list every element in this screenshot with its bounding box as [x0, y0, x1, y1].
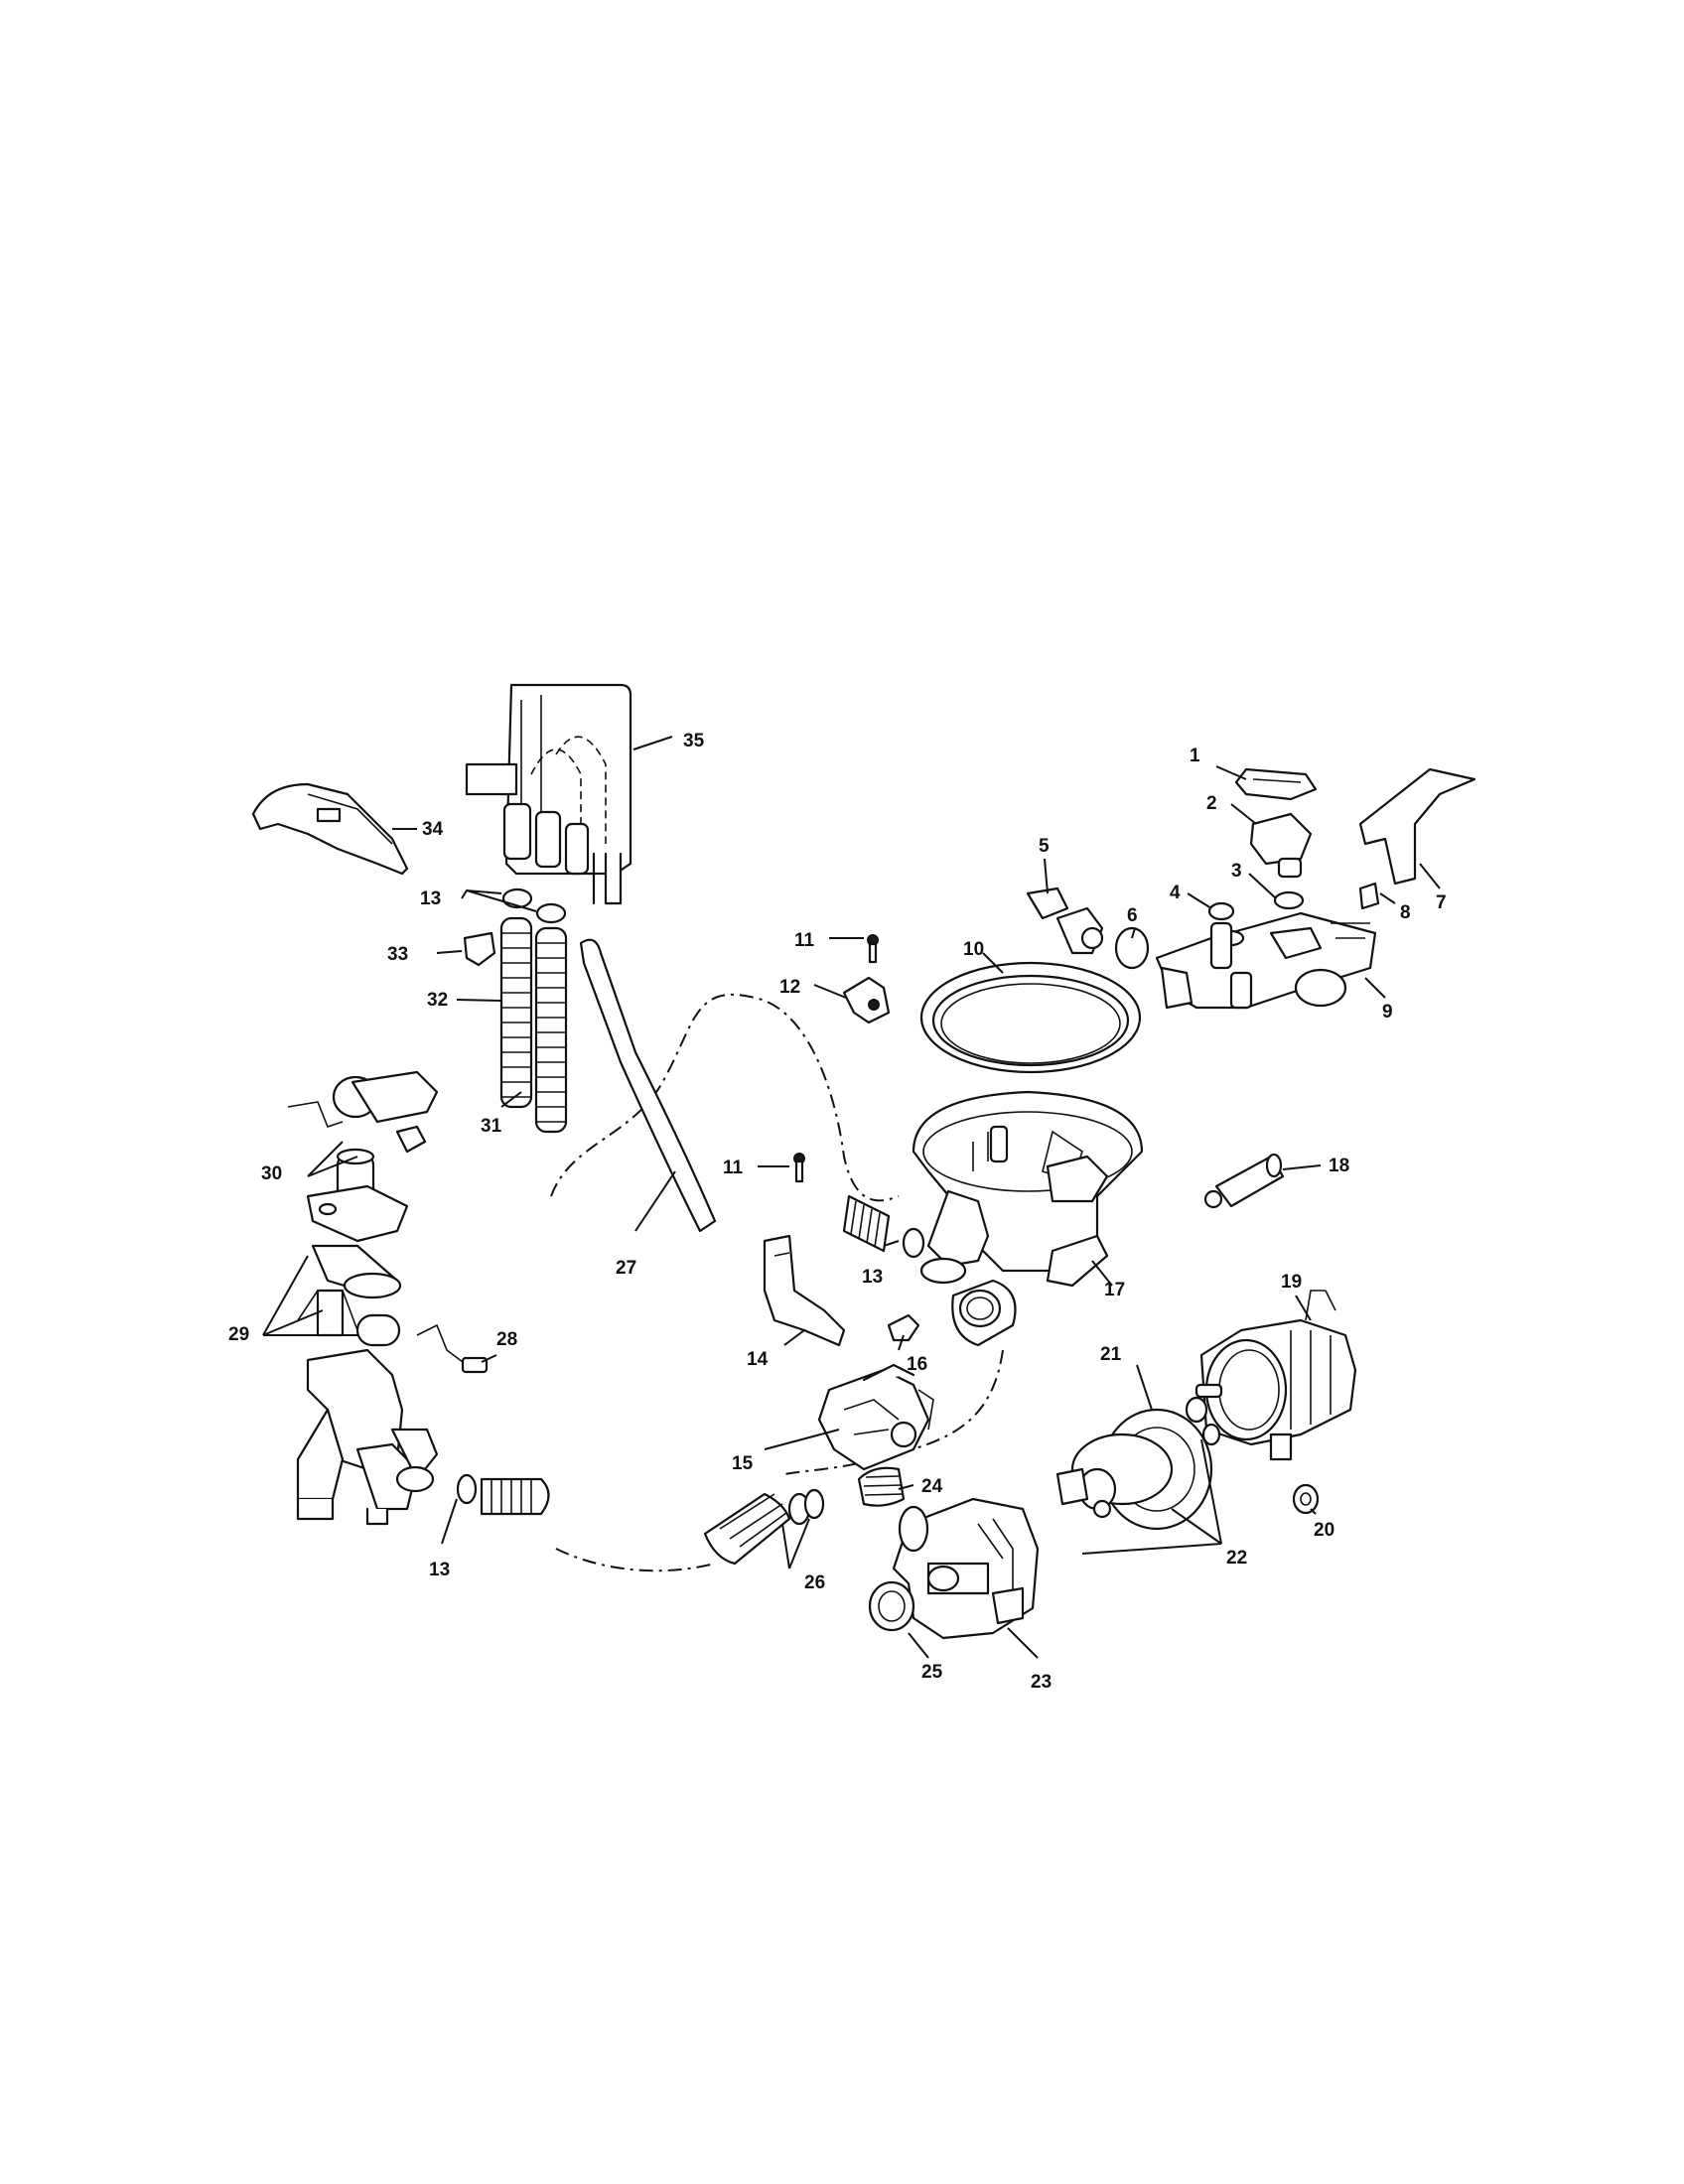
callout-13c: 13 [429, 1560, 450, 1580]
part-31-bellows-hose [534, 926, 568, 1134]
part-26-bellows-coupling [703, 1488, 825, 1566]
part-25-seal [868, 1580, 915, 1632]
callout-27: 27 [616, 1258, 636, 1279]
callout-35: 35 [683, 731, 705, 751]
callout-18: 18 [1329, 1156, 1349, 1176]
callout-24: 24 [921, 1476, 943, 1497]
part-34-cover [251, 782, 409, 876]
part-13-o-ring-left [456, 1473, 478, 1505]
callout-32: 32 [427, 990, 448, 1011]
callout-5: 5 [1039, 836, 1050, 857]
leader-lines [262, 736, 1441, 1659]
part-9-heater-manifold [1155, 911, 1377, 1010]
callout-26: 26 [804, 1572, 825, 1593]
callout-13b: 13 [862, 1267, 883, 1288]
part-12-bracket [842, 976, 891, 1024]
part-35-dispenser-panel [465, 683, 632, 905]
callout-7: 7 [1436, 892, 1447, 913]
part-8-clip [1358, 882, 1380, 910]
part-33-clip [463, 931, 496, 967]
bellows-left [480, 1477, 550, 1516]
callout-16: 16 [907, 1354, 927, 1375]
callout-33: 33 [387, 944, 408, 965]
callout-21: 21 [1100, 1344, 1122, 1365]
part-32-bellows-hose [499, 916, 533, 1109]
part-14-bracket [763, 1234, 846, 1347]
callout-25: 25 [921, 1662, 943, 1683]
callout-12: 12 [779, 977, 800, 998]
part-19-motor [1194, 1290, 1357, 1461]
callout-13a: 13 [420, 888, 441, 909]
part-16-clip [887, 1313, 920, 1342]
part-27-drain-hose [579, 938, 717, 1233]
part-7-cover [1358, 767, 1476, 886]
part-6-o-ring [1114, 926, 1150, 970]
part-5-sensor [1026, 887, 1104, 955]
callout-28: 28 [496, 1329, 517, 1350]
callout-22: 22 [1226, 1548, 1247, 1569]
part-2-switch [1249, 812, 1313, 879]
part-15-drain-pump [817, 1363, 934, 1471]
callout-31: 31 [481, 1116, 502, 1137]
callout-4: 4 [1170, 883, 1181, 903]
part-30-sensor-assembly [287, 1070, 439, 1223]
part-18-filter-cartridge [1203, 1153, 1285, 1209]
bellows-mid [842, 1194, 891, 1253]
part-20-bushing [1292, 1483, 1320, 1515]
part-1-cover [1234, 767, 1318, 801]
part-22-seal-kit [1055, 1396, 1221, 1519]
callout-1: 1 [1190, 746, 1200, 766]
callout-6: 6 [1127, 905, 1138, 926]
callout-11b: 11 [723, 1158, 744, 1178]
part-4-o-ring [1207, 901, 1235, 921]
callout-29: 29 [228, 1324, 249, 1345]
callout-11a: 11 [794, 930, 815, 951]
callout-10: 10 [963, 939, 984, 960]
callout-8: 8 [1400, 902, 1411, 923]
part-13-o-ring-mid [902, 1227, 925, 1259]
callout-14: 14 [747, 1349, 769, 1370]
callout-30: 30 [261, 1163, 282, 1184]
callout-15: 15 [732, 1453, 754, 1474]
callout-labels: 1 2 3 4 5 6 7 8 9 10 11 11 12 13 13 13 1… [228, 731, 1447, 1693]
part-11-screw-top [867, 934, 879, 964]
callout-19: 19 [1281, 1272, 1302, 1293]
part-10-gasket-ring [919, 961, 1142, 1074]
callout-9: 9 [1382, 1002, 1393, 1023]
callout-23: 23 [1031, 1672, 1052, 1693]
part-17-sump [912, 1090, 1144, 1347]
callout-34: 34 [422, 819, 444, 840]
callout-17: 17 [1104, 1280, 1125, 1300]
part-11-screw-mid [793, 1153, 805, 1183]
part-29-valve-assembly [296, 1184, 439, 1526]
part-3-o-ring [1273, 890, 1305, 910]
callout-20: 20 [1314, 1520, 1334, 1541]
callout-3: 3 [1231, 861, 1242, 882]
part-28-wire-clip [416, 1323, 489, 1374]
callout-2: 2 [1206, 793, 1217, 814]
part-24-bellows [857, 1466, 906, 1507]
part-23-circulation-pump-body [892, 1497, 1040, 1640]
